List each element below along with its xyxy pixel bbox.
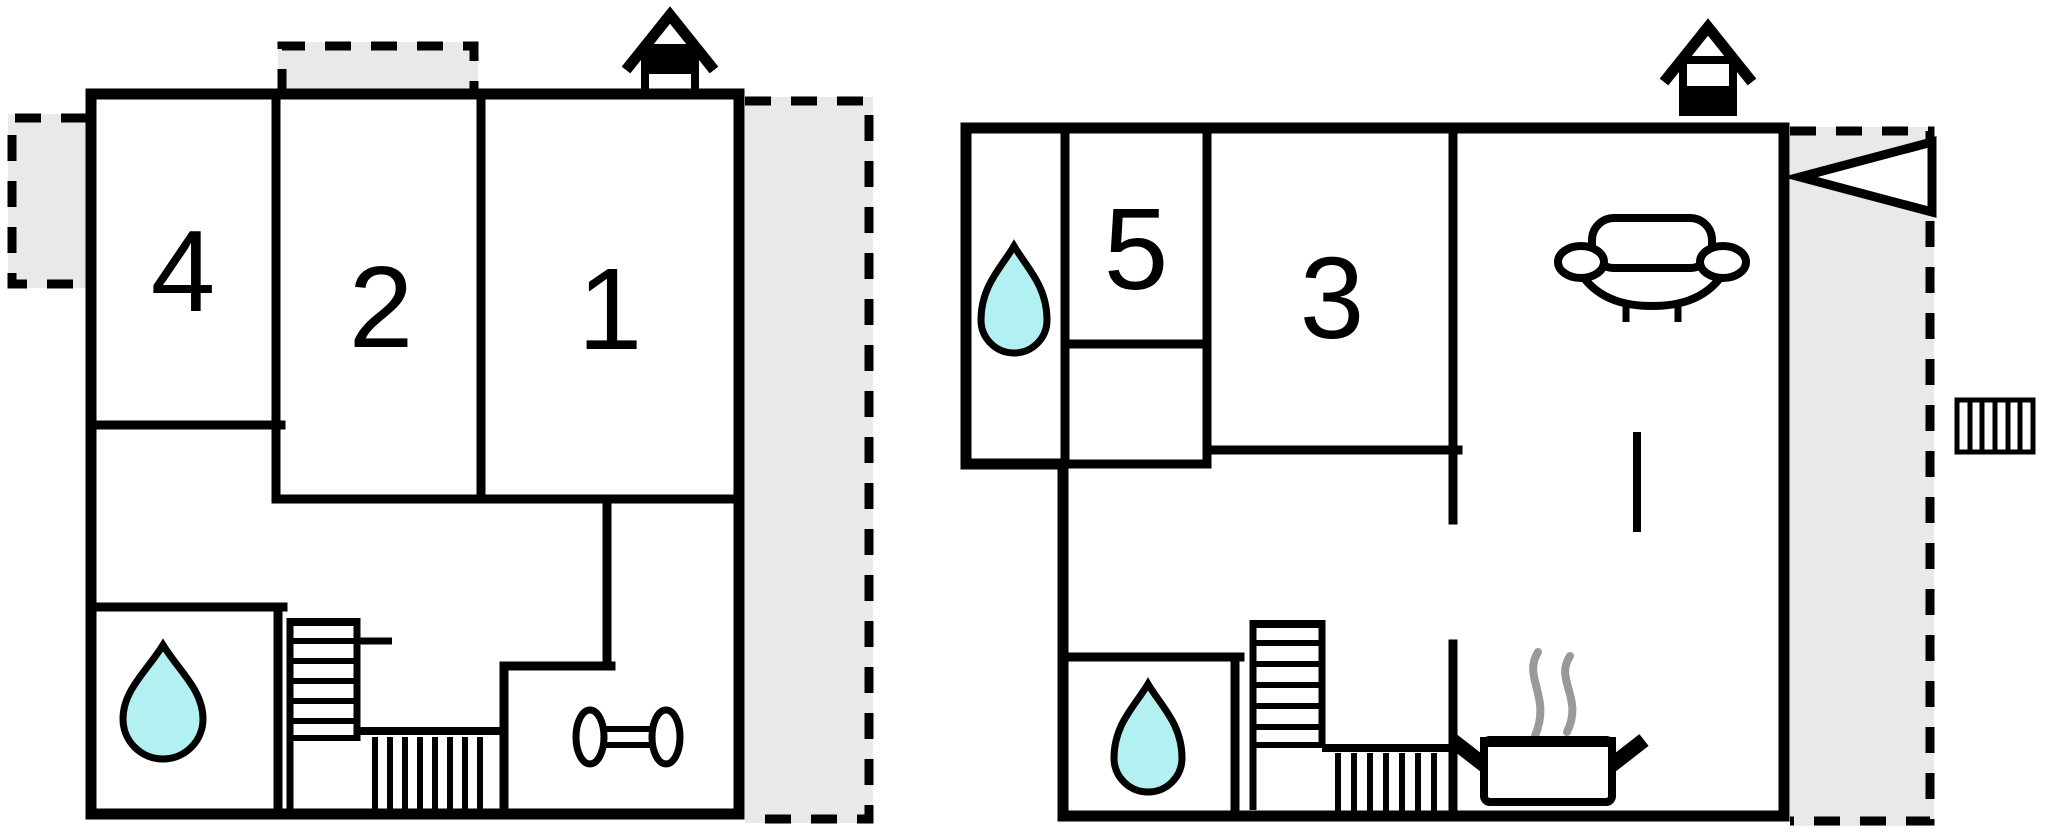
steam-line (1561, 652, 1577, 736)
radiator-fins (1967, 400, 2023, 452)
right-floor-plan: 5 3 (960, 18, 2036, 826)
room-label-3: 3 (1300, 233, 1365, 363)
exterior-wall (85, 88, 745, 820)
house-lower-storey-filled (1679, 86, 1737, 116)
water-drop-icon (977, 239, 1051, 357)
stair-treads-lower (372, 737, 483, 811)
balcony-top-dashed-outline (277, 41, 479, 95)
dumbbell-plate-right (648, 706, 684, 768)
house-upper-storey-filled (641, 44, 699, 74)
entrance-arrow-icon (1782, 136, 1937, 218)
left-floor-plan: 4 2 1 (7, 6, 874, 824)
room-label-2: 2 (349, 242, 414, 372)
sofa-seat-front (1577, 271, 1727, 311)
sofa-icon (1554, 214, 1750, 322)
steam-line (1529, 648, 1545, 740)
terrace-right-area (745, 97, 873, 823)
sofa-back (1588, 214, 1716, 272)
dumbbell-plate-left (572, 706, 608, 768)
cooking-pot-icon (1447, 648, 1649, 806)
stair-treads-upper (1253, 640, 1322, 748)
sofa-armrest-left (1554, 242, 1608, 282)
sofa-armrest-right (1696, 242, 1750, 282)
water-drop-icon (119, 638, 207, 763)
house-upper-floor-icon (621, 6, 719, 104)
room-label-4: 4 (151, 206, 216, 336)
water-drop-icon (1110, 677, 1186, 796)
house-roof (621, 6, 719, 74)
stair-treads-upper (290, 638, 357, 741)
staircase-icon (286, 618, 501, 812)
pot-body (1480, 736, 1616, 806)
terrace-right-area (1790, 127, 1934, 826)
terrace-right-dashed-outline (1790, 126, 1935, 826)
house-ground-floor-icon (1659, 18, 1757, 116)
terrace-left-area (8, 114, 87, 288)
terrace-left-dashed-outline (7, 113, 87, 289)
interior-walls (86, 89, 744, 819)
room-label-1: 1 (578, 244, 643, 374)
balcony-top-area (278, 42, 478, 94)
room-label-5: 5 (1104, 184, 1169, 314)
terrace-right-dashed-outline (745, 96, 874, 824)
stair-treads-lower (1335, 753, 1437, 813)
interior-walls (1058, 128, 1463, 821)
dumbbell-icon (572, 706, 684, 768)
staircase-icon (1249, 620, 1453, 813)
house-roof (1659, 18, 1757, 86)
exterior-wall (960, 122, 1790, 822)
radiator-icon (1954, 397, 2036, 455)
sofa-legs (1622, 304, 1682, 322)
